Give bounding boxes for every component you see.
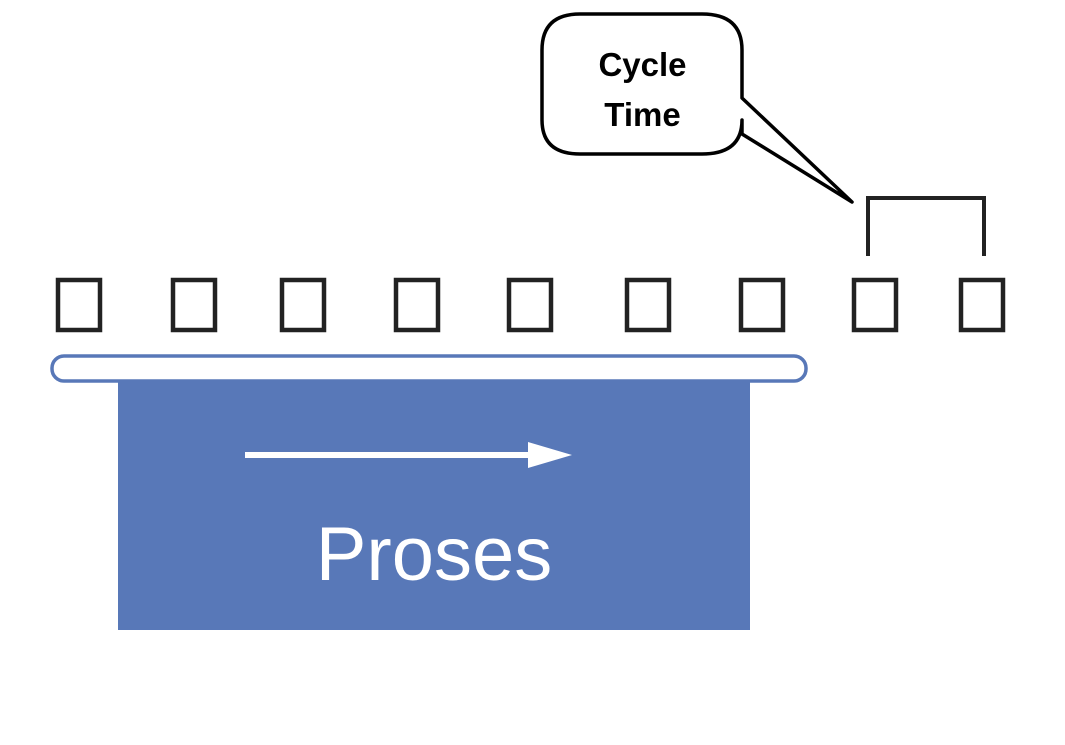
- item-box: [55, 277, 103, 333]
- cycle-time-bracket: [866, 196, 986, 256]
- process-block: [118, 382, 750, 630]
- process-label: Proses: [315, 512, 553, 597]
- item-box: [393, 277, 441, 333]
- items-row: [55, 277, 1006, 333]
- item-box: [506, 277, 554, 333]
- callout-bubble: [540, 12, 854, 204]
- item-box: [279, 277, 327, 333]
- item-box: [624, 277, 672, 333]
- conveyor-belt: [50, 354, 808, 383]
- callout-line-2: Time: [604, 96, 681, 133]
- item-box: [738, 277, 786, 333]
- callout-line-1: Cycle: [598, 46, 687, 83]
- item-box: [170, 277, 218, 333]
- item-box: [851, 277, 899, 333]
- flow-arrow-icon: [245, 442, 572, 468]
- item-box: [958, 277, 1006, 333]
- callout-label: Cycle Time: [560, 40, 725, 140]
